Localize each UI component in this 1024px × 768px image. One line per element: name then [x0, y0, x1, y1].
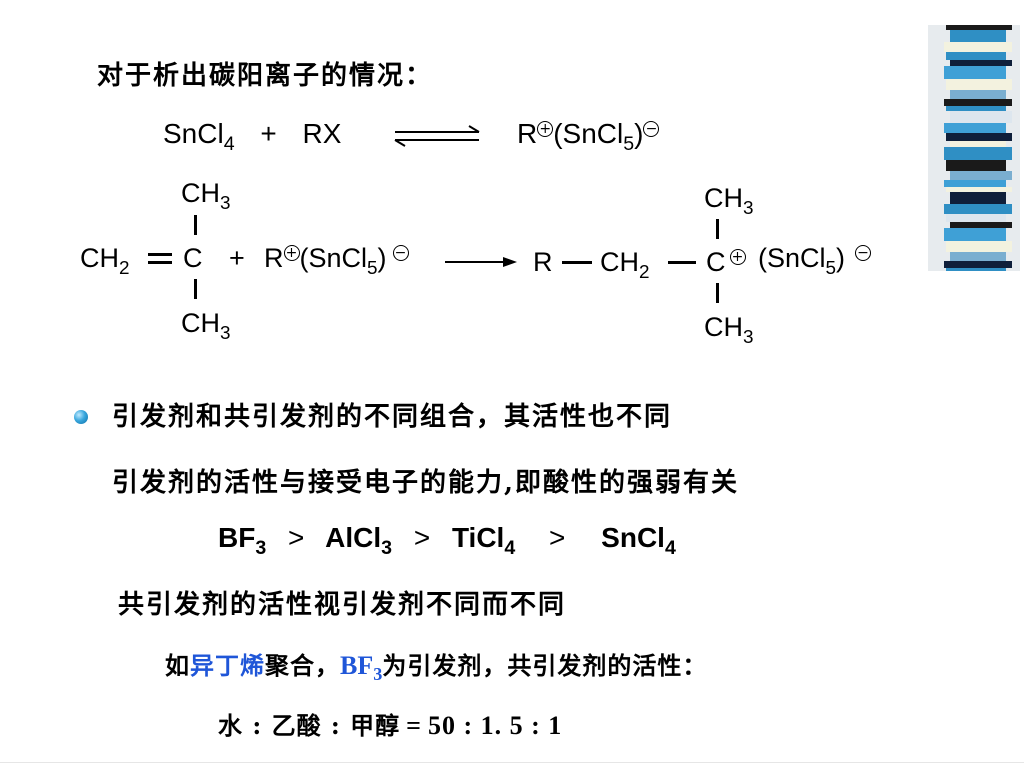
central-carbon: C: [183, 243, 203, 273]
deco-stripe: [950, 141, 1006, 147]
acidity-text: 引发剂的活性与接受电子的能力,即酸性的强弱有关: [112, 468, 740, 498]
reaction1-products: R+(SnCl5)−: [517, 118, 660, 155]
bullet-icon: [74, 410, 88, 424]
plus-sign: +: [260, 118, 277, 149]
deco-stripe: [950, 252, 1006, 261]
bond-vertical: [716, 219, 719, 239]
r-group: R: [517, 118, 538, 149]
product-methylene: CH2: [600, 247, 650, 283]
deco-stripe: [944, 99, 1012, 106]
bond-vertical: [194, 215, 197, 235]
deco-stripe: [950, 60, 1012, 66]
decorative-stripe-column: [928, 25, 1020, 271]
bond-horizontal: [562, 261, 592, 264]
sncl5-formula: (SnCl: [553, 118, 624, 149]
bottom-divider: [0, 762, 1024, 763]
activity-ratio: 水 : 乙酸 : 甲醇=50 : 1. 5 : 1: [218, 711, 563, 740]
product-methyl-top: CH3: [704, 183, 754, 219]
deco-stripe: [944, 180, 1006, 187]
product-methyl-bottom: CH3: [704, 312, 754, 348]
deco-stripe: [944, 261, 1012, 268]
product-r: R: [533, 247, 553, 277]
positive-charge-icon: +: [283, 244, 300, 261]
bf3-term: BF3: [340, 651, 383, 685]
deco-stripe: [944, 204, 1012, 214]
deco-stripe: [950, 90, 1006, 99]
deco-stripe: [944, 147, 1012, 160]
negative-charge-icon: −: [643, 120, 660, 137]
deco-stripe: [946, 133, 1012, 141]
coinitiator-text: 共引发剂的活性视引发剂不同而不同: [118, 590, 567, 620]
deco-stripe: [950, 192, 1006, 204]
plus-sign: +: [229, 243, 245, 273]
deco-stripe: [946, 160, 1006, 171]
bond-vertical: [716, 283, 719, 303]
deco-stripe: [946, 52, 1006, 60]
example-line: 如异丁烯聚合，BF3为引发剂，共引发剂的活性：: [165, 651, 708, 685]
deco-stripe: [946, 106, 1006, 111]
deco-stripe: [944, 66, 1006, 79]
deco-stripe: [944, 123, 1006, 133]
deco-stripe: [950, 111, 1012, 123]
rx-formula: RX: [302, 118, 342, 149]
initiator-complex: R+(SnCl5)−: [264, 243, 409, 279]
reaction-arrow-icon: [445, 257, 517, 267]
reaction1-reactants: SnCl4 + RX: [163, 118, 342, 155]
deco-stripe: [946, 268, 1006, 271]
bullet-text: 引发剂和共引发剂的不同组合，其活性也不同: [112, 402, 673, 432]
deco-stripe: [950, 171, 1012, 180]
page-heading: 对于析出碳阳离子的情况：: [97, 61, 434, 91]
deco-stripe: [946, 187, 1012, 192]
methylene: CH2: [80, 243, 130, 279]
positive-charge-icon: +: [537, 120, 554, 137]
bond-horizontal: [668, 261, 696, 264]
deco-stripe: [946, 25, 1012, 30]
negative-charge-icon: −: [855, 244, 872, 261]
positive-charge-icon: +: [729, 248, 746, 265]
equilibrium-arrow-icon: [394, 125, 480, 147]
deco-stripe: [950, 222, 1012, 228]
deco-stripe: [950, 30, 1006, 42]
double-bond: [148, 253, 172, 264]
methyl-bottom: CH3: [181, 308, 231, 344]
methyl-top: CH3: [181, 178, 231, 214]
highlight-term: 异丁烯: [190, 651, 265, 680]
sncl4-formula: SnCl4: [163, 118, 235, 155]
negative-charge-icon: −: [392, 244, 409, 261]
deco-stripe: [944, 42, 1012, 52]
bond-vertical: [194, 279, 197, 299]
product-counterion: (SnCl5)−: [758, 243, 872, 279]
product-carbon: C+: [706, 247, 746, 278]
deco-stripe: [946, 79, 1012, 90]
deco-stripe: [946, 241, 1012, 252]
acidity-order: BF3 > AlCl3 > TiCl4 > SnCl4: [218, 522, 676, 559]
deco-stripe: [944, 228, 1006, 241]
deco-stripe: [946, 214, 1006, 222]
